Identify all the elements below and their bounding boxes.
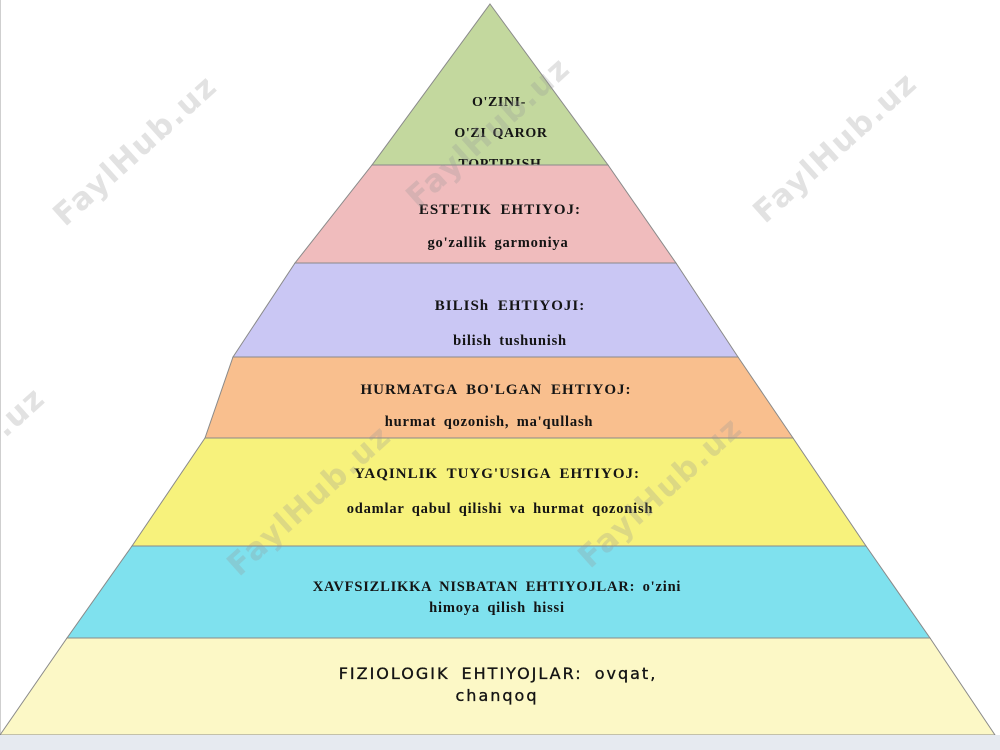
watermark: FaylHub.uz <box>0 380 52 545</box>
level-6-line-1: XAVFSIZLIKKA NISBATAN EHTIYOJLAR: o'zini <box>313 579 682 595</box>
level-2-subtitle: go'zallik garmoniya <box>427 235 568 251</box>
level-3-title: BILISh EHTIYOJI: <box>435 298 585 314</box>
watermark: FaylHub.uz <box>46 68 224 233</box>
level-4-title: HURMATGA BO'LGAN EHTIYOJ: <box>360 382 631 398</box>
level-6-line-2: himoya qilish hissi <box>429 600 565 616</box>
level-5-subtitle: odamlar qabul qilishi va hurmat qozonish <box>347 501 654 517</box>
bottom-bar <box>0 735 1000 750</box>
level-3-subtitle: bilish tushunish <box>453 333 567 349</box>
level-7-line-2: chanqoq <box>456 686 539 705</box>
level-2-title: ESTETIK EHTIYOJ: <box>419 202 581 218</box>
level-7-line-1: FIZIOLOGIK EHTIYOJLAR: ovqat, <box>339 664 658 683</box>
level-1-line-1: O'ZINI- <box>472 95 526 110</box>
watermark: FaylHub.uz <box>746 65 924 230</box>
level-4-subtitle: hurmat qozonish, ma'qullash <box>385 414 594 430</box>
pyramid-level-belonging <box>131 437 867 547</box>
level-5-title: YAQINLIK TUYG'USIGA EHTIYOJ: <box>354 466 640 482</box>
level-1-line-2: O'ZI QAROR <box>454 126 547 141</box>
